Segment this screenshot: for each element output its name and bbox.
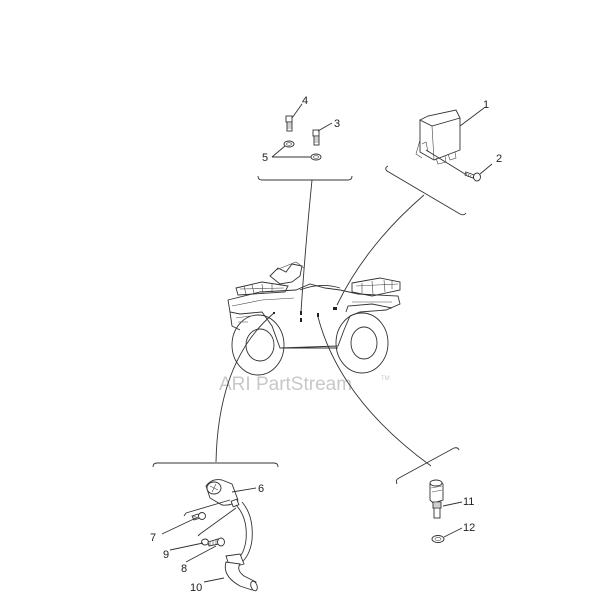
part-2-bolt[interactable] bbox=[464, 171, 481, 182]
callout-10: 10 bbox=[190, 582, 202, 594]
leader-top-center bbox=[300, 179, 313, 313]
callout-5: 5 bbox=[262, 152, 268, 164]
atv-illustration bbox=[227, 261, 401, 376]
callout-9: 9 bbox=[163, 549, 169, 561]
callout-6: 6 bbox=[258, 483, 264, 495]
part-5-washer-b[interactable] bbox=[310, 153, 322, 161]
part-3-switch[interactable] bbox=[312, 129, 320, 146]
watermark-tm: TM bbox=[381, 376, 390, 382]
bracket-bottom-left bbox=[152, 462, 279, 468]
callout-3: 3 bbox=[334, 118, 340, 130]
callout-2: 2 bbox=[496, 153, 502, 165]
bracket-bottom-right bbox=[395, 447, 460, 485]
callout-7: 7 bbox=[150, 532, 156, 544]
callout-11: 11 bbox=[463, 496, 474, 508]
part-9-washer[interactable] bbox=[201, 538, 209, 546]
part-8-bolt[interactable] bbox=[207, 537, 225, 547]
bracket-top-center bbox=[257, 175, 353, 181]
callout-4: 4 bbox=[302, 95, 308, 107]
callout-12: 12 bbox=[463, 522, 475, 534]
watermark: ARI PartStream bbox=[219, 374, 352, 395]
part-12-washer[interactable] bbox=[431, 535, 445, 543]
leader-bottom-left bbox=[215, 312, 275, 463]
bracket-top-right bbox=[385, 165, 467, 216]
part-4-switch[interactable] bbox=[285, 115, 293, 132]
callout-1: 1 bbox=[483, 99, 489, 111]
part-5-washer-a[interactable] bbox=[283, 140, 295, 148]
callout-8: 8 bbox=[181, 563, 187, 575]
part-1-control-unit[interactable] bbox=[415, 109, 461, 165]
leader-top-right bbox=[336, 194, 425, 306]
part-10-lead-hose[interactable] bbox=[224, 501, 258, 592]
leader-bottom-right bbox=[317, 316, 432, 467]
part-11-sensor[interactable] bbox=[429, 479, 444, 519]
part-6-sensor[interactable] bbox=[205, 479, 240, 508]
